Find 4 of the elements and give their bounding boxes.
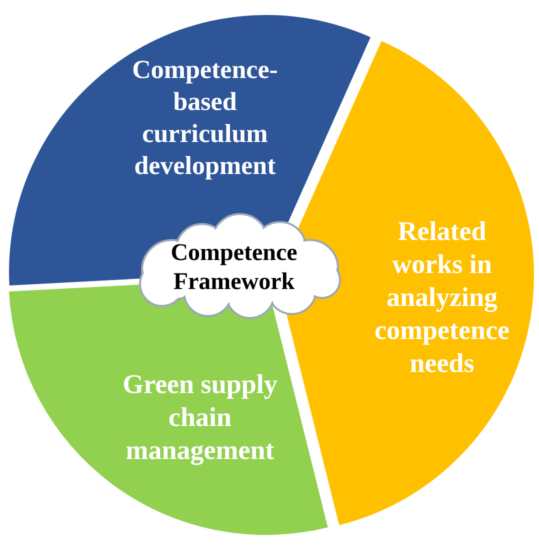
segment-label: Green supply chain management: [122, 368, 278, 468]
center-label: Competence Framework: [170, 238, 298, 297]
segment-label: Related works in analyzing competence needs: [374, 215, 510, 380]
segment-label: Competence-based curriculum development: [131, 54, 279, 182]
